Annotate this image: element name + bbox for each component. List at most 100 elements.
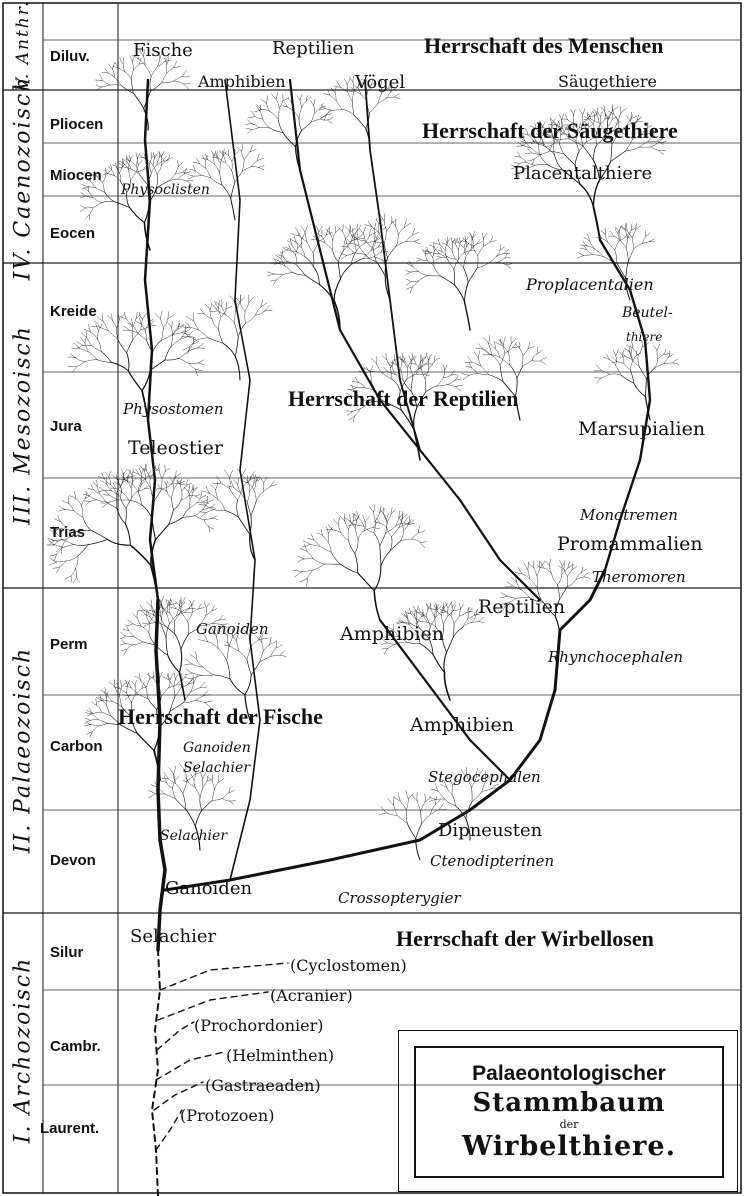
tree-bush (406, 270, 411, 272)
tree-bush (73, 343, 79, 348)
tree-bush (200, 309, 204, 314)
tree-bush (338, 250, 344, 262)
tree-bush (328, 533, 329, 541)
tree-bush (91, 485, 93, 490)
tree-bush (638, 355, 639, 366)
tree-bush (425, 369, 429, 379)
tree-bush (598, 112, 601, 117)
tree-bush (246, 124, 253, 125)
tree-bush (203, 502, 208, 504)
tree-bush (137, 153, 140, 158)
tree-bush (225, 470, 230, 478)
tree-bush (76, 362, 85, 367)
tree-bush (551, 151, 564, 154)
tree-bush (515, 156, 521, 157)
tree-bush (537, 568, 540, 576)
tree-bush (116, 488, 122, 492)
tree-bush (67, 556, 78, 561)
tree-bush (451, 615, 454, 624)
tree-bush (212, 518, 218, 519)
tree-bush (436, 256, 441, 257)
tree-bush (248, 116, 255, 118)
tree-bush (523, 361, 532, 367)
tree-bush (534, 567, 537, 575)
tree-bush (327, 117, 332, 119)
tree-bush (141, 481, 146, 485)
tree-bush (432, 253, 440, 254)
tree-bush (177, 612, 185, 615)
tree-bush (406, 791, 408, 799)
tree-bush (373, 527, 380, 528)
tree-bush (347, 239, 351, 243)
tree-bush (171, 336, 172, 347)
tree-bush (140, 466, 144, 471)
tree-bush (205, 304, 210, 310)
tree-bush (133, 93, 143, 108)
tree-bush (615, 227, 619, 232)
tree-bush (142, 623, 148, 624)
tree-bush (134, 637, 143, 642)
tree-bush (373, 249, 376, 262)
tree-bush (392, 528, 399, 537)
tree-bush (301, 226, 305, 232)
tree-bush (96, 500, 105, 502)
dashed-branch-cyclostomen (160, 963, 288, 990)
tree-bush (572, 563, 573, 569)
tree-bush (112, 320, 116, 327)
label-reptilien-top: Reptilien (272, 38, 354, 59)
tree-bush (263, 486, 270, 491)
title-line-palaeontologischer: Palaeontologischer (416, 1062, 722, 1086)
label-proplacentalien: Proplacentalien (526, 275, 654, 294)
label-ganoiden-perm: Ganoiden (196, 620, 269, 638)
tree-bush (419, 608, 421, 613)
tree-bush (633, 355, 637, 361)
period-label-diluv: Diluv. (50, 48, 90, 65)
tree-bush (394, 94, 399, 97)
tree-bush (174, 687, 175, 698)
tree-bush (175, 688, 181, 697)
tree-bush (130, 208, 145, 223)
tree-bush (241, 144, 242, 151)
tree-bush (473, 246, 478, 255)
tree-bush (91, 345, 101, 351)
tree-bush (400, 801, 406, 810)
tree-bush (333, 232, 336, 240)
tree-bush (85, 718, 90, 720)
tree-bush (347, 78, 350, 84)
tree-bush (176, 471, 177, 477)
tree-bush (388, 246, 397, 258)
tree-bush (92, 714, 98, 720)
tree-bush (601, 374, 609, 378)
tree-bush (195, 171, 201, 176)
tree-bush (280, 655, 287, 657)
tree-bush (243, 160, 245, 171)
tree-bush (202, 155, 205, 160)
tree-bush (631, 361, 633, 370)
tree-bush (179, 649, 181, 672)
tree-bush (347, 84, 348, 92)
tree-bush (72, 348, 79, 349)
tree-bush (305, 257, 314, 267)
tree-bush (248, 120, 253, 124)
tree-bush (120, 644, 126, 646)
tree-bush (80, 208, 85, 212)
tree-bush (85, 343, 88, 352)
tree-bush (80, 196, 85, 198)
tree-bush (167, 67, 174, 72)
tree-bush (227, 646, 229, 660)
tree-bush (371, 358, 376, 364)
tree-bush (259, 127, 270, 128)
tree-bush (496, 254, 504, 257)
tree-bush (205, 161, 206, 169)
tree-bush (632, 238, 634, 249)
tree-bush (111, 362, 128, 371)
tree-bush (93, 712, 101, 713)
label-marsupialien: Marsupialien (578, 418, 705, 440)
tree-bush (125, 644, 133, 645)
tree-bush (673, 363, 679, 364)
tree-bush (228, 155, 231, 161)
tree-bush (359, 246, 365, 254)
tree-bush (355, 529, 358, 540)
tree-bush (471, 250, 476, 251)
tree-bush (613, 357, 617, 361)
